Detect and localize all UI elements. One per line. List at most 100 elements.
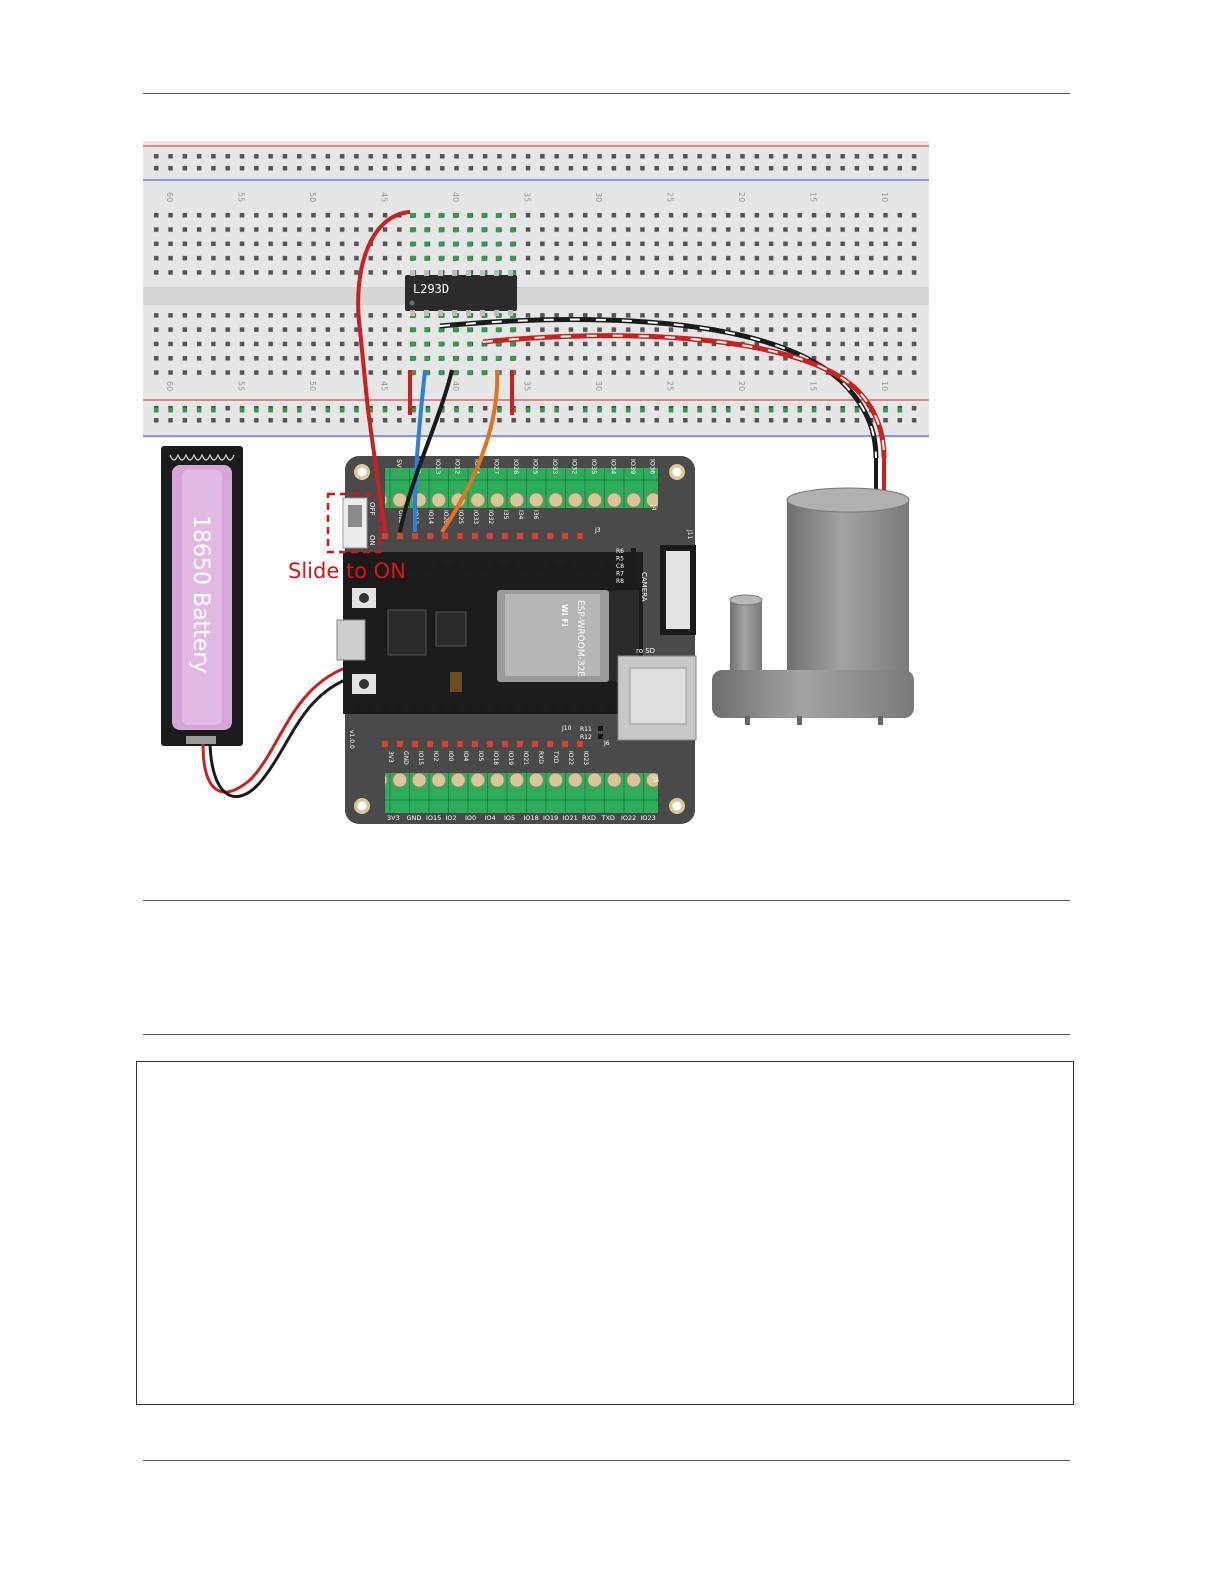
section-rule-2 [143, 1034, 1070, 1035]
bottom-terminal-label: GND [407, 814, 422, 822]
sd-label: ro SD [636, 647, 655, 655]
header-pin [442, 533, 448, 539]
resistor-label: R5 [616, 556, 624, 563]
header-pin [547, 533, 553, 539]
top-header-label: IO33 [472, 510, 479, 524]
header-pin [412, 533, 418, 539]
column-number: 45 [380, 381, 389, 391]
header-pin [442, 741, 448, 747]
j5-label: J5 [652, 776, 659, 783]
column-number: 15 [809, 192, 818, 202]
resistor-label: R6 [616, 548, 624, 555]
battery-terminal [186, 736, 216, 744]
column-number: 40 [451, 381, 460, 391]
bottom-header-label: IO21 [522, 751, 529, 765]
bottom-terminal-label: IO0 [465, 814, 476, 822]
l293d-chip: L293D [405, 270, 517, 316]
module-name: ESP-WROOM-32E [575, 600, 585, 677]
top-terminal-label: IO33 [551, 459, 559, 474]
header-pin [472, 741, 478, 747]
header-pin [577, 533, 583, 539]
column-number: 30 [594, 192, 603, 202]
header-pin [382, 533, 388, 539]
column-number: 60 [165, 381, 174, 391]
header-pin [517, 533, 523, 539]
j11-label: J11 [686, 529, 693, 540]
battery-holder: 18650 Battery [161, 446, 243, 746]
chip-label: L293D [413, 282, 449, 296]
column-number: 40 [451, 192, 460, 202]
footer-rule [143, 1460, 1070, 1461]
top-header-label: IO32 [487, 510, 494, 524]
header-pin [487, 533, 493, 539]
switch-slider[interactable] [348, 505, 362, 527]
column-number: 25 [666, 381, 675, 391]
j6-label: J6 [603, 740, 610, 747]
motor-black-wire [439, 317, 879, 459]
top-terminal-label: IO26 [512, 459, 520, 474]
section-rule-1 [143, 900, 1070, 901]
usb-port [336, 619, 366, 661]
esp32-top-pins [350, 556, 616, 570]
header-pin [457, 741, 463, 747]
header-pin [427, 741, 433, 747]
top-terminal-label: IO13 [434, 459, 442, 474]
column-number: 45 [380, 192, 389, 202]
header-pin [562, 741, 568, 747]
slide-to-on-annotation: Slide to ON [288, 559, 406, 583]
bottom-power-rail [151, 405, 923, 429]
top-header-label: I34 [517, 510, 524, 520]
chip-body [405, 275, 517, 311]
j4-label: J4 [650, 504, 657, 511]
switch-on-label: ON [368, 535, 376, 546]
column-number: 60 [165, 192, 174, 202]
header-pin [382, 741, 388, 747]
bottom-header-label: IO2 [432, 751, 439, 761]
column-number: 10 [880, 192, 889, 202]
top-terminal-block [385, 468, 658, 508]
bottom-header-label: IO19 [507, 751, 514, 765]
j3-label: J3 [594, 527, 601, 534]
header-pin [397, 533, 403, 539]
column-number: 35 [523, 381, 532, 391]
header-rule [143, 93, 1070, 94]
module-wifi: Wi Fi [560, 604, 569, 627]
top-terminal-label: IO27 [493, 459, 501, 474]
header-pin [502, 533, 508, 539]
column-number: 55 [237, 381, 246, 391]
header-pin [472, 533, 478, 539]
top-terminal-label: IO12 [454, 459, 462, 474]
column-number: 10 [880, 381, 889, 391]
code-block [136, 1061, 1074, 1405]
pump-base [712, 670, 914, 718]
header-pin [457, 533, 463, 539]
red-jumper-chip-vcc [356, 210, 411, 411]
resistor-label: R11 [580, 726, 592, 733]
header-pin [427, 533, 433, 539]
bottom-header-label: RXD [537, 751, 544, 764]
bottom-header-label: IO0 [447, 751, 454, 761]
camera-label: CAMERA [640, 572, 648, 602]
top-terminal-label: IO25 [532, 459, 540, 474]
top-terminal-label: IO34 [610, 459, 618, 474]
battery-spring [169, 453, 235, 461]
resistor-label: R8 [616, 578, 624, 585]
column-number: 50 [308, 381, 317, 391]
top-header-label: IO14 [427, 510, 434, 524]
header-pin [532, 533, 538, 539]
center-channel [143, 287, 929, 305]
top-header-label: IO26 [442, 510, 449, 524]
column-number: 50 [308, 192, 317, 202]
column-number: 25 [666, 192, 675, 202]
resistor-label: R12 [580, 734, 592, 741]
top-header-label: GND [397, 510, 404, 524]
column-number: 15 [809, 381, 818, 391]
header-pin [502, 741, 508, 747]
top-terminal-label: 5V [395, 459, 403, 468]
bottom-header-label: IO5 [477, 751, 484, 761]
battery-red-wire [201, 666, 346, 794]
